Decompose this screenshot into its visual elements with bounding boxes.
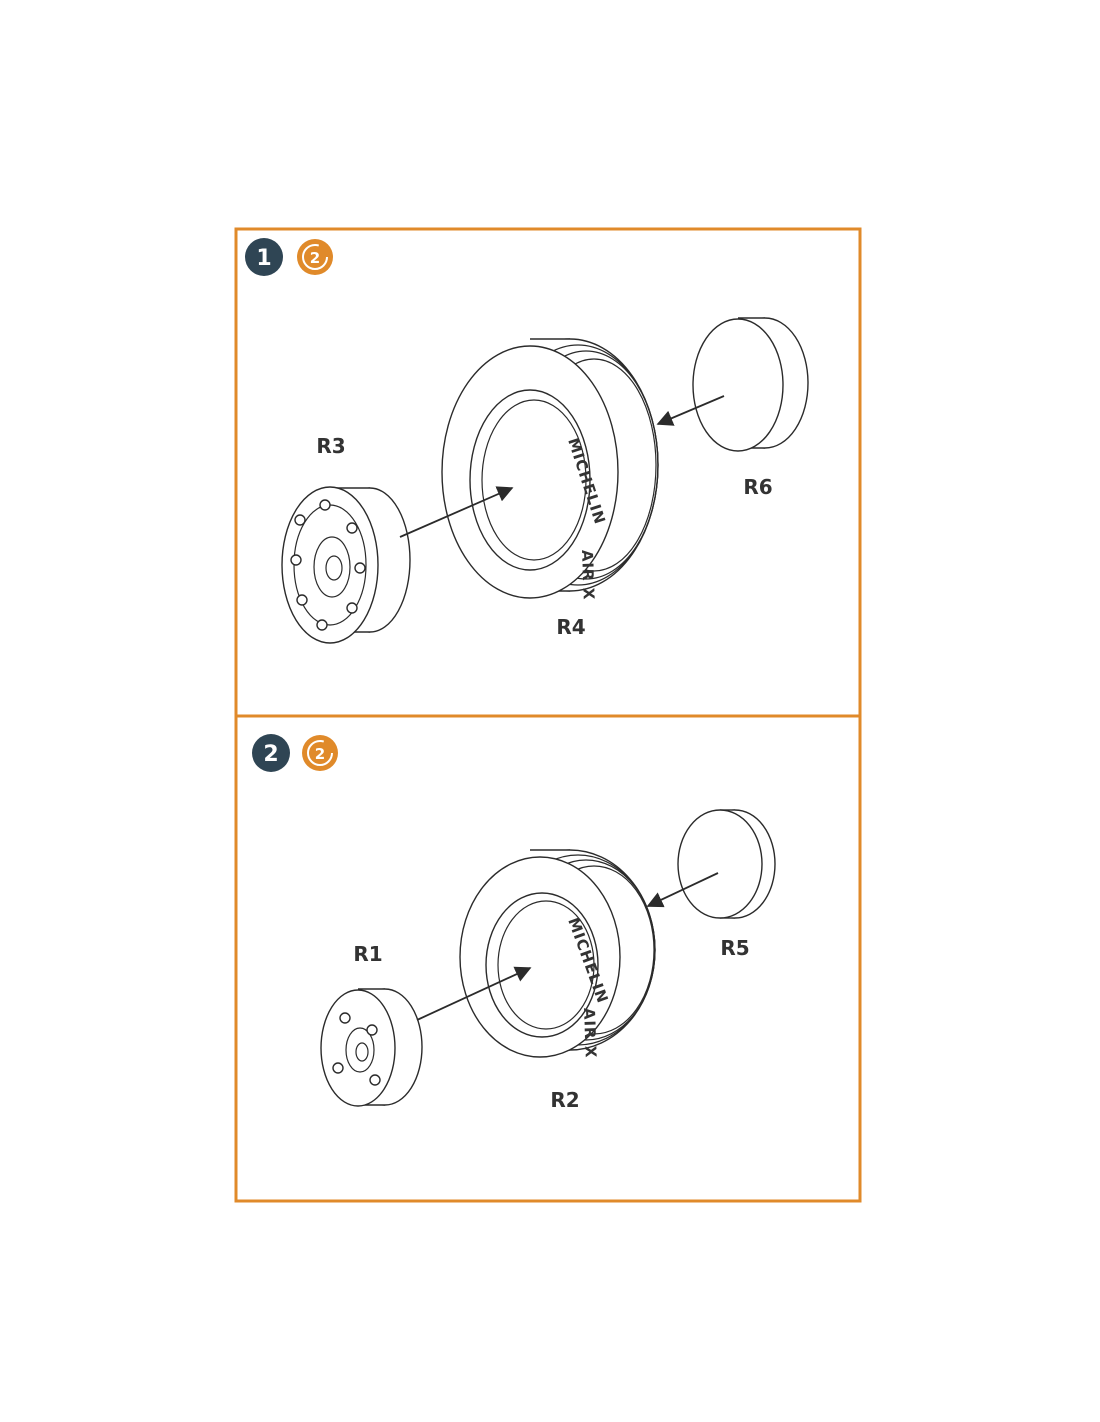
- tire-r2-model: AIR X: [580, 1008, 600, 1059]
- repeat-step-icon: 2: [297, 239, 333, 275]
- step-2-repeat-count: 2: [315, 745, 325, 763]
- wheel-hub-r1: [320, 988, 423, 1107]
- hub-cap-r6: [692, 317, 809, 452]
- part-label-tire: R2: [550, 1088, 579, 1112]
- step-2-panel: 2 2: [234, 714, 862, 1203]
- assembly-arrow-icon: [656, 395, 725, 426]
- tire-r2: MICHELIN AIR X: [459, 849, 656, 1059]
- tire-r4: MICHELIN AIR X: [441, 338, 659, 601]
- step-1-number-badge: 1: [245, 238, 283, 276]
- hub-cap-r5: [677, 809, 776, 919]
- assembly-arrow-icon: [399, 486, 514, 538]
- part-label-hub: R1: [353, 942, 382, 966]
- step-2-number-badge: 2: [252, 734, 290, 772]
- step-1-number: 1: [256, 246, 271, 271]
- part-label-cap: R5: [720, 936, 749, 960]
- step-2-number: 2: [263, 742, 278, 767]
- assembly-arrow-icon: [646, 872, 719, 908]
- step-2-frame: [234, 714, 862, 1203]
- assembly-arrow-icon: [416, 966, 532, 1021]
- wheel-hub-r3: [281, 486, 411, 644]
- part-label-cap: R6: [743, 475, 772, 499]
- part-label-hub: R3: [316, 434, 345, 458]
- tire-r4-model: AIR X: [578, 550, 598, 601]
- part-label-tire: R4: [556, 615, 585, 639]
- step-1-repeat-count: 2: [310, 249, 320, 267]
- step-1-panel: 1 2: [234, 227, 862, 718]
- repeat-step-icon: 2: [302, 735, 338, 771]
